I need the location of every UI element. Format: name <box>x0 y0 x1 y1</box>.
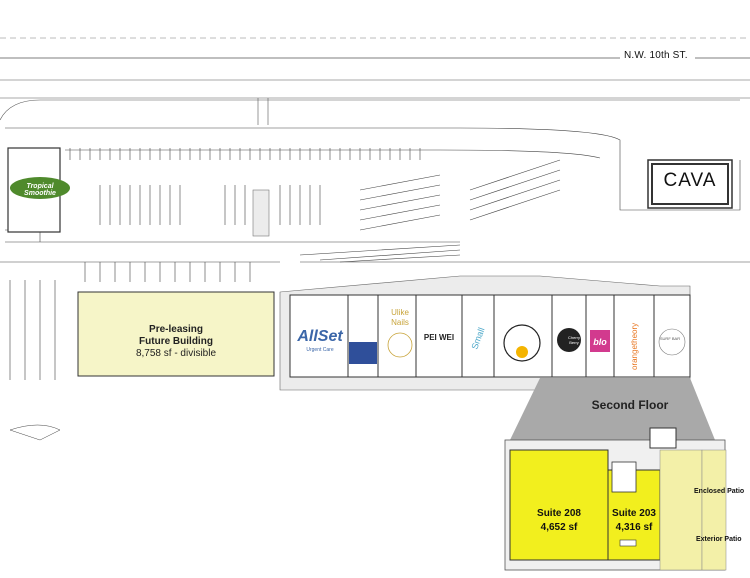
cherry-berry-logo-text: Cherry Berry <box>567 335 580 345</box>
pei-wei-logo-text: PEI WEI <box>423 333 455 342</box>
retail-strip <box>289 294 691 378</box>
allset-logo-text: AllSet <box>297 328 343 345</box>
enclosed-patio <box>659 449 703 571</box>
cava-logo-text: CAVA <box>663 170 717 191</box>
future-building-area: 8,758 sf - divisible <box>135 348 217 359</box>
storefront-pure-pilates <box>347 294 379 378</box>
street-label: N.W. 10th ST. <box>624 50 688 61</box>
allset-subtitle: Urgent Care <box>306 347 334 353</box>
restroom-core <box>611 461 637 493</box>
surf-bar-logo-text: SURF BAR <box>659 336 681 341</box>
surf-bar-logo <box>658 328 686 356</box>
suite-203-name: Suite 203 <box>612 508 656 519</box>
blo-logo-text: blo <box>593 337 607 347</box>
storefront-pei-wei <box>415 294 463 378</box>
daves-chicken-mark <box>516 346 528 358</box>
second-floor-label: Second Floor <box>591 398 669 412</box>
north-parking <box>5 127 741 243</box>
future-building-line1: Pre-leasing <box>149 324 203 335</box>
cava-logo-frame <box>651 163 729 205</box>
street-lines <box>0 37 750 125</box>
stair-core <box>649 427 677 449</box>
suite-208 <box>509 449 609 561</box>
future-building <box>77 291 275 377</box>
future-building-label: Pre-leasing Future Building 8,758 sf - d… <box>78 324 274 360</box>
exterior-patio-label: Exterior Patio <box>696 536 742 543</box>
ulike-line2: Nails <box>391 318 409 327</box>
tropical-smoothie-logo-text: Tropical Smoothie <box>24 183 56 197</box>
cherry-berry-logo <box>557 328 581 352</box>
storefront-smallcakes <box>461 294 495 378</box>
suite-208-label: Suite 208 4,652 sf <box>510 507 608 535</box>
enclosed-patio-label: Enclosed Patio <box>694 488 745 495</box>
suite-208-area: 4,652 sf <box>540 522 578 533</box>
drive-lane <box>0 244 750 441</box>
ulike-line1: Ulike <box>391 308 409 317</box>
blo-logo <box>590 330 610 352</box>
storefront-cherry-berry <box>551 294 587 378</box>
ulike-logo-text: Ulike Nails <box>380 308 420 328</box>
storefront-allset <box>289 294 349 378</box>
second-floor-callout <box>510 378 715 440</box>
suite-203-area: 4,316 sf <box>615 522 653 533</box>
exterior-patio <box>701 449 727 571</box>
storefront-orangetheory <box>613 294 655 378</box>
future-building-line2: Future Building <box>139 336 213 347</box>
ulike-logo <box>387 332 413 358</box>
suite-203-label: Suite 203 4,316 sf <box>608 507 660 535</box>
tropical-smoothie-logo <box>10 177 70 199</box>
suite-208-name: Suite 208 <box>537 508 581 519</box>
pure-pilates-logo <box>349 342 377 364</box>
orangetheory-text: orangetheory <box>630 322 639 370</box>
entry-door <box>619 539 637 547</box>
daves-hot-chicken-logo <box>503 324 541 362</box>
